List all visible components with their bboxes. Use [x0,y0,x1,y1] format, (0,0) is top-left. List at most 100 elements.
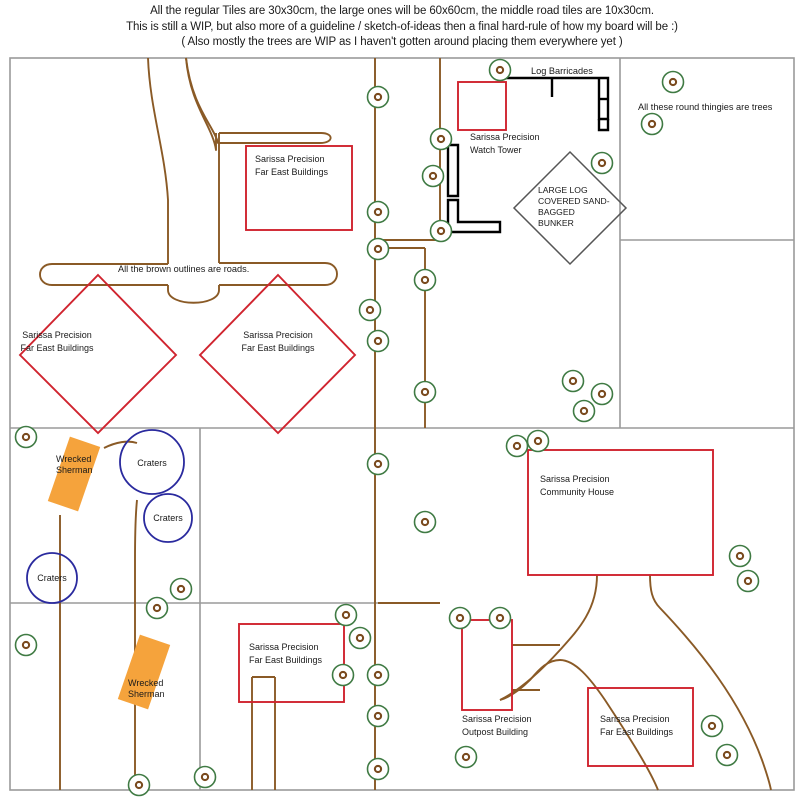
tree-trunk-dot [341,610,351,620]
annotation-log-barricades: Log Barricades [531,66,593,76]
wreck-lower-label-2: Sherman [128,689,165,699]
tree-canopy-ring [366,663,390,687]
building-outpost[interactable] [461,619,513,711]
tree-canopy-ring [715,743,739,767]
tree-trunk-dot [597,158,607,168]
header-line-2: This is still a WIP, but also more of a … [126,20,678,33]
tree-canopy-ring [145,596,169,620]
tree-trunk-dot [568,376,578,386]
tree-trunk-dot [420,387,430,397]
wreck-upper-body[interactable] [47,436,101,512]
barricade-top-right-leg[interactable] [597,119,610,132]
tree-canopy-ring [413,380,437,404]
crater-large[interactable] [119,429,185,495]
crater-left[interactable] [26,552,78,604]
tree-canopy-ring [14,425,38,449]
tree-trunk-dot [373,670,383,680]
barricade-top[interactable] [506,76,610,121]
building-far-east-diamond-right[interactable] [198,273,357,435]
road-horizontal-main [39,263,168,286]
tree-canopy-ring [488,606,512,630]
wreck-lower-body[interactable] [117,634,171,710]
tree-icon [429,127,453,151]
bunker-line-4: BUNKER [538,218,574,228]
annotation-roads-note: All the brown outlines are roads. [118,264,249,274]
label-far-east-bottom-right-1: Sarissa Precision [600,714,670,724]
barricade-left-upper[interactable] [446,143,460,198]
label-watch-tower-2: Watch Tower [470,145,522,155]
tree-icon [366,663,390,687]
tree-canopy-ring [590,151,614,175]
tree-trunk-dot [512,441,522,451]
tree-canopy-ring [728,544,752,568]
tree-canopy-ring [331,663,355,687]
crater-medium[interactable] [143,493,193,543]
tree-icon [127,773,151,797]
tree-canopy-ring [488,58,512,82]
tree-trunk-dot [420,517,430,527]
label-far-east-bottom-center-2: Far East Buildings [249,655,323,665]
tree-trunk-dot [355,633,365,643]
tree-canopy-ring [700,714,724,738]
tree-icon [358,298,382,322]
tree-canopy-ring [572,399,596,423]
bunker-line-1: LARGE LOG [538,185,588,195]
header-notes: All the regular Tiles are 30x30cm, the l… [0,0,804,51]
tree-trunk-dot [373,207,383,217]
tree-trunk-dot [597,389,607,399]
road-fork-left-branch [499,574,598,701]
tree-canopy-ring [366,200,390,224]
tree-icon [572,399,596,423]
log-barricades-layer [446,76,610,234]
tree-trunk-dot [200,772,210,782]
bunker-group[interactable]: LARGE LOG COVERED SAND- BAGGED BUNKER [512,150,628,266]
tree-trunk-dot [707,721,717,731]
wrecked-sherman-upper[interactable]: Wrecked Sherman [47,436,101,512]
tree-canopy-ring [421,164,445,188]
building-far-east-diamond-left[interactable] [18,273,178,435]
label-far-east-bottom-right-2: Far East Buildings [600,727,674,737]
tree-icon [715,743,739,767]
tree-canopy-ring [366,85,390,109]
building-watch-tower[interactable] [457,81,507,131]
tree-canopy-ring [193,765,217,789]
wrecked-sherman-lower[interactable]: Wrecked Sherman [117,634,171,710]
building-far-east-top-left[interactable] [245,145,353,231]
building-far-east-bottom-center[interactable] [238,623,345,703]
label-diamond-left-2: Far East Buildings [20,343,94,353]
tree-trunk-dot [647,119,657,129]
bunker-outline[interactable] [512,150,628,266]
tree-icon [366,85,390,109]
road-crater-link-upper [103,440,138,449]
tree-trunk-dot [373,459,383,469]
tree-trunk-dot [373,711,383,721]
tree-trunk-dot [373,336,383,346]
tree-canopy-ring [561,369,585,393]
building-far-east-bottom-right[interactable] [587,687,694,767]
tree-canopy-ring [348,626,372,650]
buildings-layer [18,81,714,767]
tree-icon [661,70,685,94]
building-community-house[interactable] [527,449,714,576]
tree-trunk-dot [365,305,375,315]
crater-medium-label: Craters [153,513,183,523]
tree-trunk-dot [722,750,732,760]
building-labels: Sarissa Precision Far East Buildings Sar… [20,132,673,737]
tree-trunk-dot [436,134,446,144]
tree-trunk-dot [152,603,162,613]
tree-canopy-ring [358,298,382,322]
barricade-left-lower[interactable] [446,198,502,234]
tree-canopy-ring [590,382,614,406]
tree-trunk-dot [373,764,383,774]
tree-icon [736,569,760,593]
tree-icon [640,112,664,136]
tree-canopy-ring [429,127,453,151]
header-line-1: All the regular Tiles are 30x30cm, the l… [150,5,654,17]
tree-icon [488,58,512,82]
tree-canopy-ring [169,577,193,601]
road-top-left-inner [185,57,217,151]
tree-icon [590,151,614,175]
tree-icon [366,757,390,781]
crater-labels: Craters Craters Craters [37,458,183,583]
